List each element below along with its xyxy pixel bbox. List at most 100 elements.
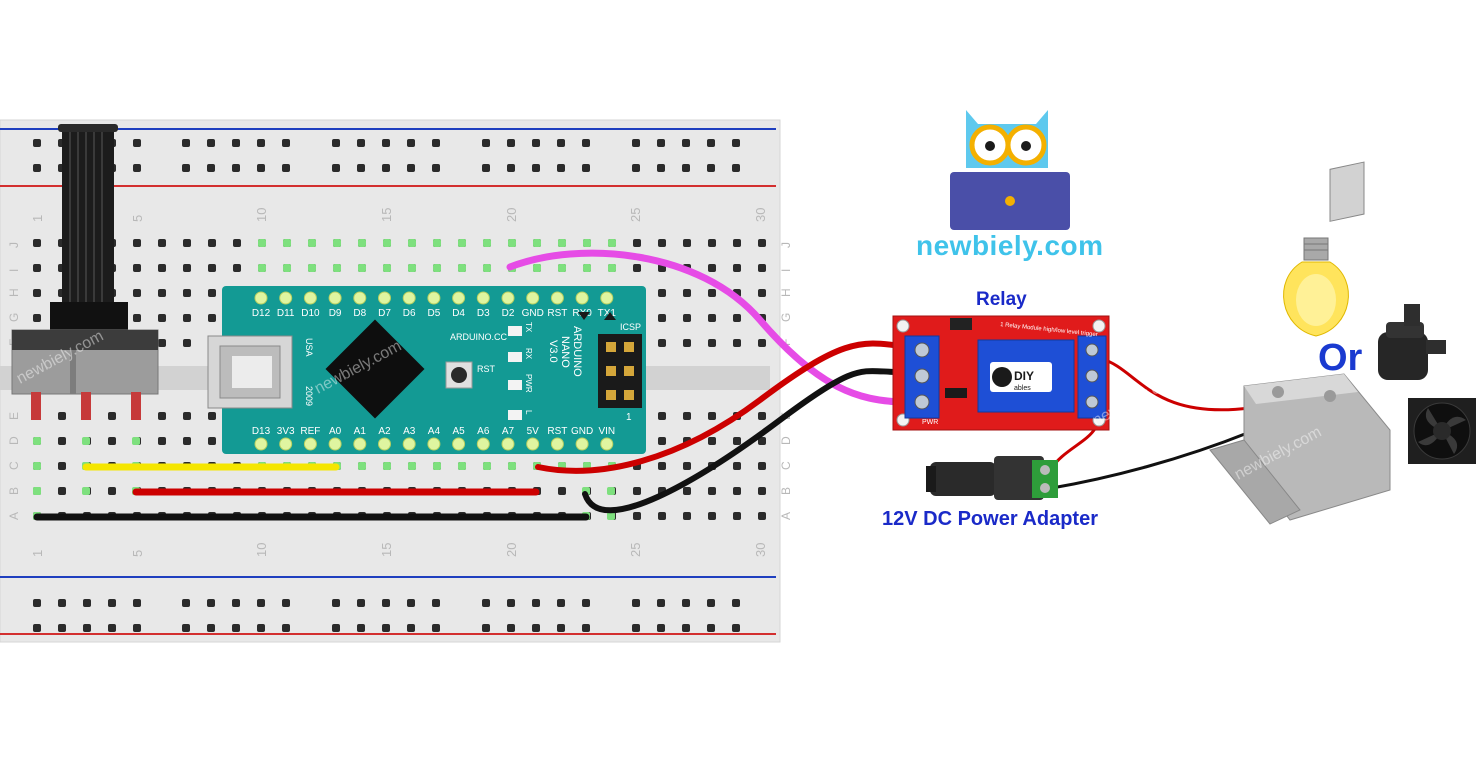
logo-diy-text: DIY [1014,369,1034,383]
active-hole [333,264,341,272]
nano-pin-pad [378,437,391,451]
nano-bottom-pin-label: VIN [598,426,615,437]
rail-hole [182,139,190,147]
breadboard-hole [708,239,716,247]
led-l [508,410,522,420]
breadboard-hole [658,239,666,247]
nano-top-pin-label: D6 [403,308,416,319]
breadboard-hole [708,264,716,272]
nano-pin-pad [427,291,441,305]
breadboard-hole [758,487,766,495]
breadboard-hole [658,512,666,520]
breadboard-hole [158,412,166,420]
breadboard-hole [658,339,666,347]
nano-pin-pad [452,437,466,451]
row-letter-e: E [7,412,21,420]
breadboard-hole [558,487,566,495]
breadboard-hole [58,437,66,445]
nano-pin-pad [353,437,367,451]
breadboard-hole [708,314,716,322]
relay-module: DIY ables PWR 1 Relay Module high/low le… [892,315,1110,431]
breadboard-hole [633,239,641,247]
rail-hole [133,164,141,172]
led-pwr [508,380,522,390]
year-label: 2009 [304,386,314,406]
active-hole [283,264,291,272]
breadboard-hole [733,239,741,247]
breadboard-hole [33,239,41,247]
rail-hole [232,599,240,607]
rail-hole [407,139,415,147]
breadboard-hole [208,239,216,247]
nano-pin-pad [550,291,564,305]
rail-hole [133,624,141,632]
breadboard-hole [183,264,191,272]
col-num-10: 10 [254,208,269,222]
col-num-20-bottom: 20 [504,543,519,557]
breadboard-hole [183,239,191,247]
rail-hole [133,139,141,147]
active-hole [558,264,566,272]
row-letter-i: I [7,269,21,272]
nano-bottom-pin-label: A7 [502,426,515,437]
rst-label: RST [477,364,496,374]
active-hole [33,487,41,495]
col-num-25-bottom: 25 [628,543,643,557]
breadboard-hole [733,339,741,347]
rail-hole [282,624,290,632]
breadboard-hole [708,289,716,297]
rail-hole [732,164,740,172]
row-letter-c: C [7,461,21,470]
rail-hole [482,599,490,607]
active-hole [132,437,140,445]
rail-hole [682,624,690,632]
nano-top-pin-label: D5 [428,308,441,319]
rail-hole [432,164,440,172]
nano-pin-pad [476,291,490,305]
breadboard-hole [683,487,691,495]
breadboard-hole [758,339,766,347]
breadboard-hole [683,314,691,322]
rail-hole [532,599,540,607]
rail-hole [482,139,490,147]
active-hole [483,462,491,470]
led-tx [508,326,522,336]
nano-bottom-pin-label: REF [300,426,320,437]
bulb-base [1303,237,1329,261]
breadboard-hole [133,239,141,247]
led-rx [508,352,522,362]
nano-top-pin-label: D11 [277,308,295,319]
row-letter-b: B [7,487,21,495]
breadboard-hole [158,239,166,247]
nano-pin-pad [526,291,540,305]
nano-pin-pad [575,291,589,305]
relay-label: Relay [976,289,1027,310]
breadboard-hole [758,437,766,445]
active-hole [308,239,316,247]
rail-hole [682,139,690,147]
nano-bottom-pin-label: A6 [477,426,490,437]
breadboard-hole [733,314,741,322]
rail-hole [657,624,665,632]
nano-top-pin-label: RST [547,308,567,319]
active-hole [33,462,41,470]
breadboard-hole [708,412,716,420]
breadboard-hole [33,314,41,322]
nano-pin-pad [452,291,466,305]
breadboard-hole [133,314,141,322]
breadboard-hole [708,339,716,347]
rail-hole [582,164,590,172]
active-hole [258,264,266,272]
active-hole [308,264,316,272]
pot-pin-3 [131,392,141,420]
active-hole [408,462,416,470]
breadboard-hole [108,412,116,420]
breadboard-hole [108,437,116,445]
nano-pin-pad [378,291,391,305]
breadboard-hole [208,289,216,297]
breadboard-hole [708,487,716,495]
nano-pin-pad [279,291,293,305]
breadboard-wires [33,463,590,521]
rail-hole [282,599,290,607]
